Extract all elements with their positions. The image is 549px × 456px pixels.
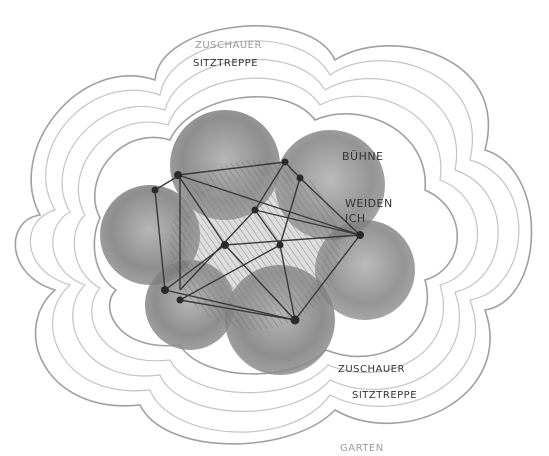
node [176,296,184,304]
node [161,286,169,294]
outer-seating-rings-strong [14,25,533,445]
node [221,241,229,249]
label-top-stairs: SITZTREPPE [193,58,258,69]
node [290,315,300,325]
label-bottom-stairs: SITZTREPPE [352,390,417,401]
label-willow-line1: WEIDEN [345,197,393,210]
willow-nodes [151,158,364,325]
node [296,174,304,182]
label-stage: BÜHNE [342,150,384,163]
willow-network [154,161,361,321]
label-willow-line2: ICH [345,212,366,225]
label-top-spectators: ZUSCHAUER [195,40,262,51]
node [281,158,289,166]
label-bottom-spectators: ZUSCHAUER [338,364,405,375]
node [151,186,159,194]
node [174,171,182,179]
node [276,241,284,249]
node [251,206,259,214]
center-hatching [170,160,340,330]
node [356,231,364,239]
label-garden: GARTEN [340,443,384,454]
outer-seating-rings [29,40,520,433]
